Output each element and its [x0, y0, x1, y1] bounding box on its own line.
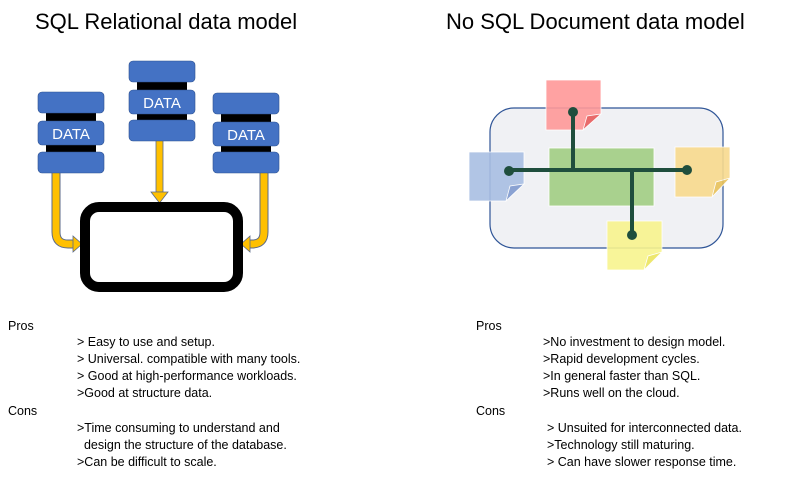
nosql-cons-label: Cons [476, 404, 506, 418]
sql-pros-item: > Good at high-performance workloads. [77, 369, 297, 383]
sql-pros-item: > Easy to use and setup. [77, 335, 215, 349]
sql-cons-item: >Can be difficult to scale. [77, 455, 217, 469]
nosql-cons-item: > Can have slower response time. [547, 455, 737, 469]
database-2: DATA [128, 60, 196, 142]
database-1-label: DATA [52, 126, 90, 143]
nosql-cons-item: >Technology still maturing. [547, 438, 695, 452]
sql-cons-label: Cons [8, 404, 38, 418]
database-3-label: DATA [227, 127, 265, 144]
arrow-right [240, 173, 269, 253]
connector-node-top [568, 107, 578, 117]
arrow-center [150, 139, 169, 204]
nosql-pros-item: >No investment to design model. [543, 335, 726, 349]
relational-container [80, 202, 243, 292]
nosql-model-title: No SQL Document data model [446, 9, 745, 34]
document-note-orange [674, 146, 732, 198]
nosql-pros-item: >In general faster than SQL. [543, 369, 701, 383]
database-3: DATA [212, 92, 280, 174]
nosql-document-diagram [468, 79, 732, 272]
document-note-red [545, 79, 603, 132]
nosql-pros-item: >Rapid development cycles. [543, 352, 700, 366]
document-note-blue [468, 151, 526, 203]
sql-cons-item: >Time consuming to understand and [77, 421, 280, 435]
sql-pros-item: >Good at structure data. [77, 386, 213, 400]
center-collection-block [548, 147, 655, 207]
sql-cons-item: design the structure of the database. [77, 438, 287, 452]
nosql-pros-label: Pros [476, 319, 502, 333]
sql-pros-label: Pros [8, 319, 34, 333]
document-connectors [504, 107, 692, 240]
database-1: DATA [37, 91, 105, 174]
document-note-yellow [606, 220, 664, 272]
connector-node-right [682, 165, 692, 175]
sql-pros-item: > Universal. compatible with many tools. [77, 352, 301, 366]
connector-node-left [504, 166, 514, 176]
nosql-cons-item: > Unsuited for interconnected data. [547, 421, 742, 435]
connector-node-bottom [627, 230, 637, 240]
sql-model-title: SQL Relational data model [35, 9, 298, 34]
nosql-pros-item: >Runs well on the cloud. [543, 386, 680, 400]
database-2-label: DATA [143, 95, 181, 112]
arrow-left [51, 173, 83, 253]
